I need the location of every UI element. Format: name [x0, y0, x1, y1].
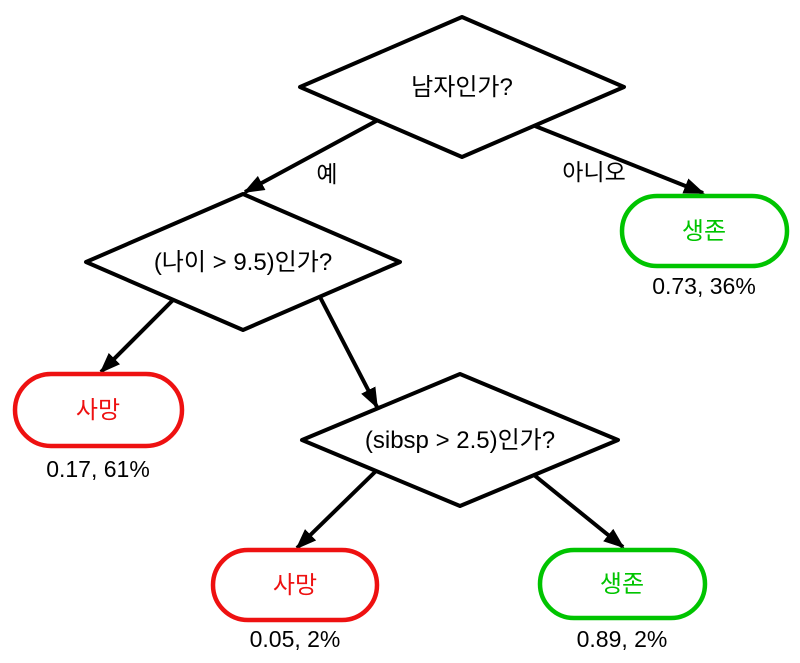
leaf-node-die-male [12, 371, 185, 449]
decision-node-sibsp [300, 372, 620, 508]
edge-label-no: 아니오 [562, 159, 625, 185]
edge-root-no [534, 124, 705, 195]
leaf-node-die-male-label: 사망 [76, 397, 120, 424]
leaf-node-survive-sibsp-label: 생존 [600, 571, 644, 598]
leaf-node-survive-sibsp [537, 547, 708, 621]
decision-node-sibsp-label: (sibsp > 2.5)인가? [365, 427, 555, 454]
edge-root-yes [243, 118, 379, 194]
leaf-node-die-sibsp-stats: 0.05, 2% [250, 626, 341, 652]
decision-node-root [298, 15, 626, 159]
edge-age-no [318, 296, 379, 409]
leaf-node-survive-sibsp-stats: 0.89, 2% [577, 626, 668, 652]
edge-age-yes [99, 298, 175, 374]
edge-sibsp-no [532, 473, 625, 549]
decision-node-root-label: 남자인가? [411, 74, 513, 101]
leaf-node-survive-female [619, 193, 790, 269]
decision-node-age [84, 192, 402, 332]
leaf-node-die-male-stats: 0.17, 61% [46, 456, 150, 482]
leaf-node-survive-female-label: 생존 [682, 218, 726, 245]
leaf-node-die-sibsp [210, 547, 380, 623]
leaf-node-survive-female-stats: 0.73, 36% [652, 273, 756, 299]
leaf-node-die-sibsp-label: 사망 [273, 572, 317, 599]
edge-sibsp-yes [295, 469, 378, 550]
edge-label-yes: 예 [316, 161, 337, 187]
decision-node-age-label: (나이 > 9.5)인가? [154, 249, 332, 276]
